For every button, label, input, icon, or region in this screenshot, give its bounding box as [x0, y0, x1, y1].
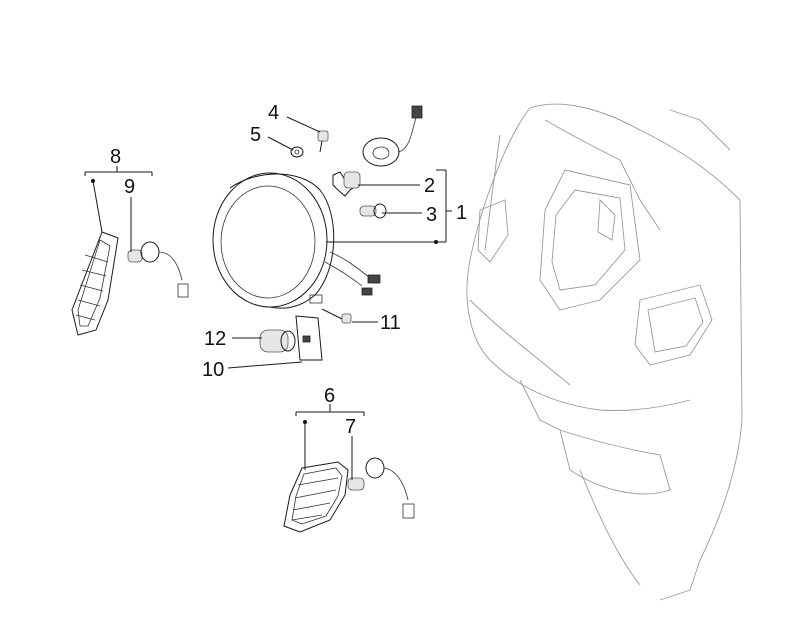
callout-9: 9: [124, 176, 135, 198]
pilot-bulb: [359, 203, 387, 219]
callout-4: 4: [268, 102, 279, 124]
cylinder-12: [259, 329, 296, 353]
callout-2: 2: [424, 175, 435, 197]
callout-7: 7: [345, 416, 356, 438]
callout-11: 11: [380, 312, 401, 334]
scooter-front-shield: [466, 103, 743, 601]
callout-1: 1: [456, 202, 467, 224]
headlamp-body: [212, 172, 381, 309]
leader-lines: [84, 116, 452, 480]
callout-3: 3: [426, 204, 437, 226]
left-turn-signal: [71, 231, 189, 336]
headlamp-bulb: [332, 171, 361, 197]
right-turn-signal: [283, 457, 415, 533]
callout-8: 8: [110, 146, 121, 168]
washer-5: [290, 146, 304, 158]
bracket-10: [295, 315, 323, 361]
callout-labels: 1 2 3 4 5 6 7 8 9 10 11 12: [110, 102, 467, 438]
callout-12: 12: [204, 328, 226, 350]
callout-10: 10: [202, 359, 224, 381]
screw-11: [321, 308, 352, 324]
callout-5: 5: [250, 124, 261, 146]
bulb-holder-with-cable: [362, 105, 423, 167]
callout-6: 6: [324, 385, 335, 407]
screw-4: [317, 130, 329, 153]
